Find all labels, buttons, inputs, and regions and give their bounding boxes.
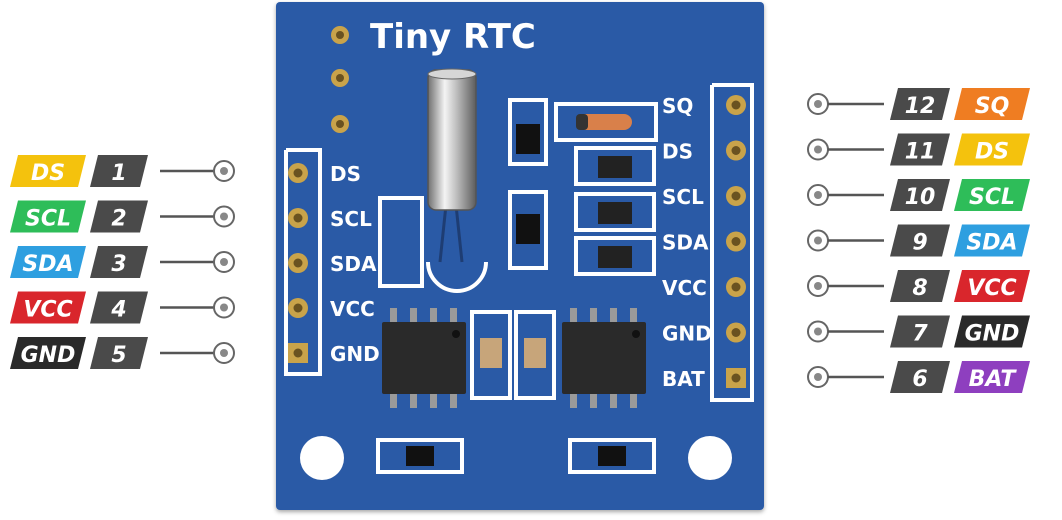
pin-number-tag-12-text: 12 xyxy=(905,94,936,119)
mounting-holes xyxy=(300,436,732,480)
pin-number-tag-12: 12 xyxy=(890,88,950,120)
right-pin-callouts: 12 SQ 11 DS 10 SCL 9 SDA 8 VCC 7 GND 6 BAT xyxy=(807,88,1030,393)
pin-name-tag-gnd-text: GND xyxy=(965,322,1020,347)
pin-number-tag-10: 10 xyxy=(890,179,950,211)
pin-name-tag-sda-text: SDA xyxy=(22,252,73,277)
pin-name-tag-ds-text: DS xyxy=(975,140,1009,165)
pin-name-tag-sq: SQ xyxy=(954,88,1030,120)
pin-number-tag-6: 6 xyxy=(890,361,950,393)
pin-number-tag-8: 8 xyxy=(890,270,950,302)
pin-number-tag-10-text: 10 xyxy=(905,185,936,210)
pin-number-tag-5: 5 xyxy=(90,337,148,369)
pin-name-tag-ds-text: DS xyxy=(31,161,65,186)
pin-number-tag-4: 4 xyxy=(90,291,148,324)
pin-name-tag-sda: SDA xyxy=(954,224,1030,257)
ic-chips xyxy=(382,308,646,408)
board-label-right-bat: BAT xyxy=(662,367,705,391)
board-label-right-vcc: VCC xyxy=(662,276,707,300)
board-label-right-ds: DS xyxy=(662,140,693,164)
pin-name-tag-vcc-text: VCC xyxy=(23,298,72,323)
pin-number-tag-2: 2 xyxy=(90,200,148,233)
right-header xyxy=(710,83,754,402)
title-group: Tiny RTC xyxy=(331,17,536,57)
pin-number-tag-7-text: 7 xyxy=(912,322,928,347)
pin-number-tag-9: 9 xyxy=(890,224,950,257)
pin-number-tag-1: 1 xyxy=(90,155,148,187)
pin-name-tag-vcc: VCC xyxy=(10,291,86,324)
board-label-right-sq: SQ xyxy=(662,94,693,118)
pin-number-tag-11: 11 xyxy=(890,133,950,166)
crystal-oscillator xyxy=(378,68,488,293)
pin-name-tag-scl: SCL xyxy=(954,179,1030,211)
pin-number-tag-1-text: 1 xyxy=(111,161,126,186)
pin-name-tag-gnd-text: GND xyxy=(21,343,76,368)
pin-number-tag-7: 7 xyxy=(890,315,950,348)
pin-name-tag-gnd: GND xyxy=(10,337,86,369)
pin-number-tag-4-text: 4 xyxy=(110,298,126,323)
pin-number-tag-9-text: 9 xyxy=(912,231,927,256)
pin-name-tag-scl: SCL xyxy=(10,200,86,233)
unlabeled-pads xyxy=(331,69,349,133)
pin-number-tag-5-text: 5 xyxy=(111,343,126,368)
pin-name-tag-scl-text: SCL xyxy=(25,207,71,232)
pin-name-tag-sq-text: SQ xyxy=(975,94,1010,119)
pin-name-tag-sda-text: SDA xyxy=(966,231,1017,256)
pin-name-tag-ds: DS xyxy=(10,155,86,187)
pin-number-tag-11-text: 11 xyxy=(905,140,936,165)
pin-name-tag-bat: BAT xyxy=(954,361,1030,393)
pin-number-tag-2-text: 2 xyxy=(111,207,126,232)
right-header-text: SQ DS SCL SDA VCC GND BAT xyxy=(662,94,712,391)
board-label-left-sda: SDA xyxy=(330,252,377,276)
board-title: Tiny RTC xyxy=(370,17,536,57)
pin-number-tag-3-text: 3 xyxy=(111,252,126,277)
pin-name-tag-bat-text: BAT xyxy=(969,367,1018,392)
pin-name-tag-ds: DS xyxy=(954,133,1030,166)
board-label-left-ds: DS xyxy=(330,162,361,186)
pin-name-tag-sda: SDA xyxy=(10,246,86,278)
board-label-left-scl: SCL xyxy=(330,207,372,231)
board-label-right-sda: SDA xyxy=(662,231,709,255)
board-label-right-gnd: GND xyxy=(662,322,712,346)
pin-number-tag-3: 3 xyxy=(90,246,148,278)
pin-number-tag-8-text: 8 xyxy=(912,276,927,301)
pin-name-tag-vcc: VCC xyxy=(954,270,1030,302)
left-header xyxy=(284,148,322,376)
board-label-right-scl: SCL xyxy=(662,185,704,209)
pin-number-tag-6-text: 6 xyxy=(912,367,927,392)
pin-name-tag-scl-text: SCL xyxy=(969,185,1015,210)
board-label-left-gnd: GND xyxy=(330,342,380,366)
pin-name-tag-vcc-text: VCC xyxy=(967,276,1016,301)
left-header-text: DS SCL SDA VCC GND xyxy=(330,162,380,366)
smd-components xyxy=(376,98,658,474)
board-label-left-vcc: VCC xyxy=(330,297,375,321)
pin-name-tag-gnd: GND xyxy=(954,315,1030,348)
